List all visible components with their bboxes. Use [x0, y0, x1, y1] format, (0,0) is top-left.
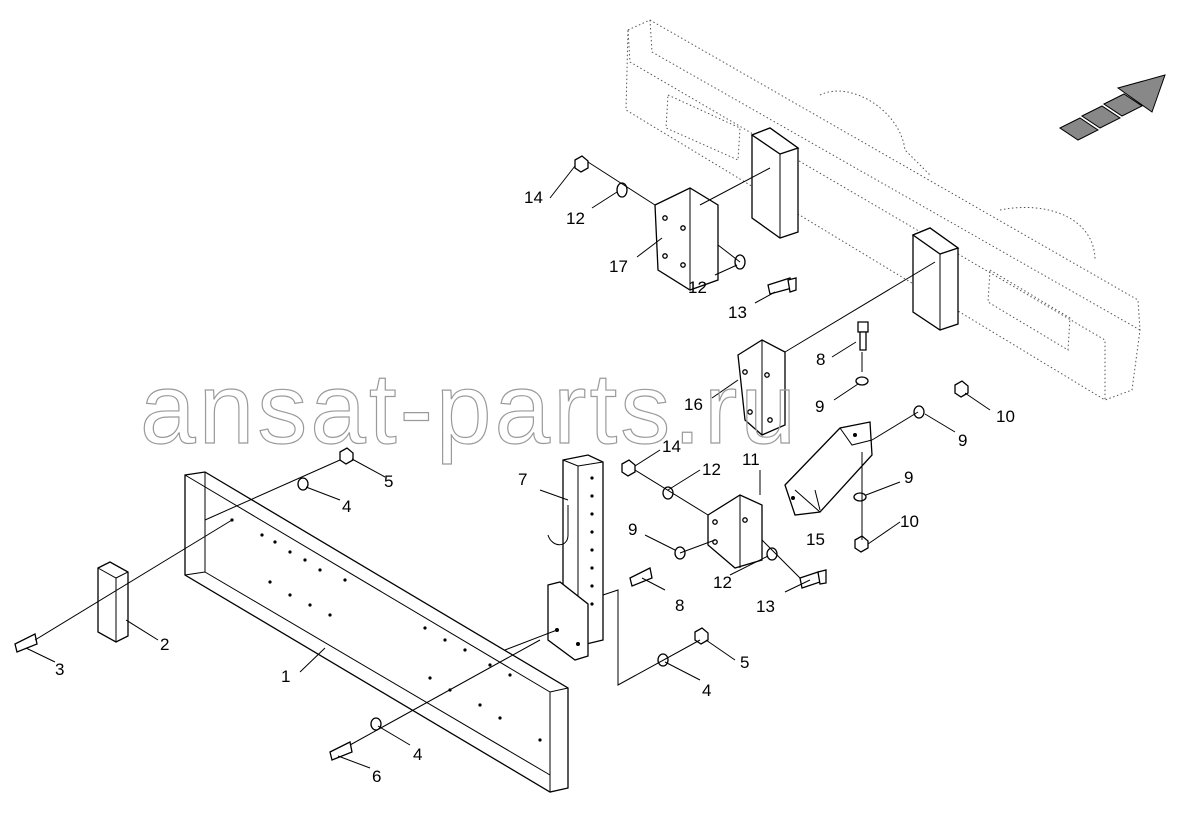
callout-5: 5	[740, 653, 749, 672]
bracket-post-part-7	[547, 454, 604, 661]
rear-beam-part-1	[184, 471, 569, 793]
callout-13: 13	[728, 303, 747, 322]
callout-8: 8	[675, 596, 684, 615]
callout-5: 5	[384, 472, 393, 491]
callout-17: 17	[609, 257, 628, 276]
callout-12: 12	[702, 460, 721, 479]
hex-nut-icon	[694, 627, 709, 645]
bracket-part-17	[654, 187, 719, 291]
callout-4: 4	[702, 681, 711, 700]
callout-3: 3	[55, 660, 64, 679]
callout-7: 7	[518, 470, 527, 489]
bumper-assembly-ghost	[625, 19, 1141, 401]
callout-leaders	[25, 165, 991, 769]
callout-9: 9	[815, 397, 824, 416]
forward-direction-arrow-icon	[1059, 74, 1166, 141]
callout-4: 4	[413, 745, 422, 764]
hex-nut-icon	[621, 459, 636, 477]
callout-11: 11	[742, 450, 760, 469]
watermark-text: ansat-parts.ru	[140, 353, 799, 465]
callout-6: 6	[372, 767, 381, 786]
callout-10: 10	[900, 512, 919, 531]
callout-2: 2	[160, 635, 169, 654]
callout-labels: 14 12 17 12 13 8 16 9 10 9 14 11 12 9 7 …	[55, 188, 1015, 786]
fasteners	[14, 155, 969, 761]
hex-nut-icon	[574, 155, 589, 173]
callout-12: 12	[566, 209, 585, 228]
callout-12: 12	[713, 573, 732, 592]
callout-14: 14	[524, 188, 543, 207]
callout-1: 1	[281, 667, 290, 686]
callout-9: 9	[958, 431, 967, 450]
callout-10: 10	[996, 407, 1015, 426]
callout-14: 14	[662, 437, 681, 456]
callout-16: 16	[684, 395, 703, 414]
callout-12: 12	[688, 278, 707, 297]
right-mount-block	[911, 227, 960, 331]
callout-9: 9	[628, 520, 637, 539]
callout-15: 15	[806, 530, 825, 549]
callout-9: 9	[904, 468, 913, 487]
left-mount-block	[750, 127, 800, 239]
bracket-part-11	[707, 494, 763, 569]
hex-nut-icon	[954, 380, 969, 398]
bolt-icon	[14, 277, 869, 761]
arm-part-15	[784, 421, 873, 516]
assembly-lines	[34, 161, 936, 746]
bracket-part-16	[737, 339, 786, 436]
spacer-plate-part-2	[97, 561, 129, 643]
callout-13: 13	[756, 597, 775, 616]
callout-4: 4	[342, 497, 351, 516]
callout-8: 8	[816, 350, 825, 369]
washer-icon	[297, 182, 925, 731]
